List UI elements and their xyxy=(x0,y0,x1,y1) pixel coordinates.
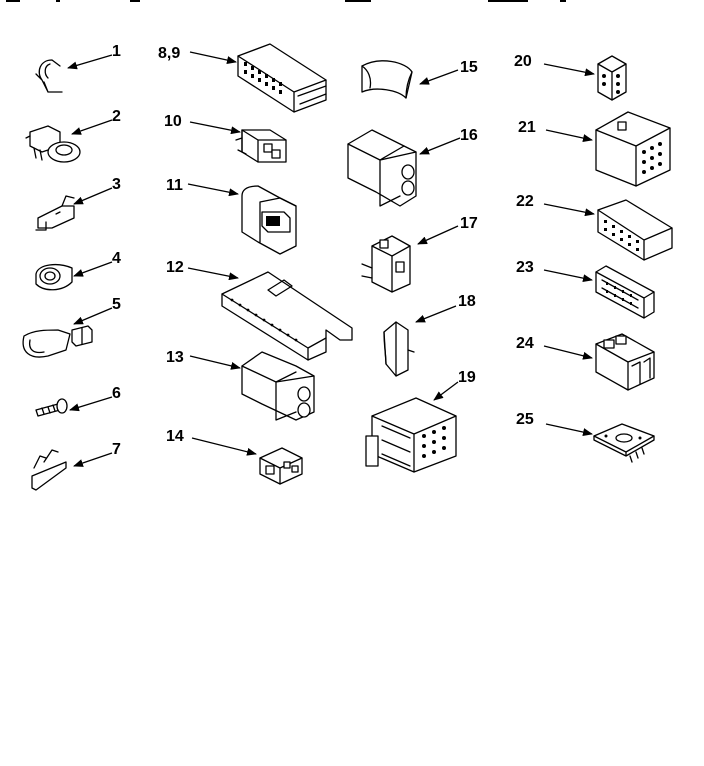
part-12[interactable]: 12 xyxy=(166,259,353,361)
callout-21: 21 xyxy=(518,119,536,136)
part-17[interactable]: 17 xyxy=(361,215,478,293)
callout-16: 16 xyxy=(460,127,478,144)
callout-14: 14 xyxy=(166,428,184,445)
part-7[interactable]: 7 xyxy=(31,441,121,491)
part-25[interactable]: 25 xyxy=(516,411,655,463)
part-1[interactable]: 1 xyxy=(35,43,121,93)
part-4[interactable]: 4 xyxy=(35,250,121,291)
part-24[interactable]: 24 xyxy=(516,333,655,391)
part-2[interactable]: 2 xyxy=(25,108,121,163)
part-3[interactable]: 3 xyxy=(35,176,121,231)
part-8-9[interactable]: 8,9 xyxy=(158,43,327,113)
callout-24: 24 xyxy=(516,335,534,352)
callout-1: 1 xyxy=(112,43,121,60)
part-22[interactable]: 22 xyxy=(516,193,673,261)
part-5[interactable]: 5 xyxy=(22,296,121,358)
part-6[interactable]: 6 xyxy=(35,385,121,417)
callout-4: 4 xyxy=(112,250,121,267)
part-15[interactable]: 15 xyxy=(361,59,478,99)
callout-18: 18 xyxy=(458,293,476,310)
part-13[interactable]: 13 xyxy=(166,349,315,421)
callout-5: 5 xyxy=(112,296,121,313)
callout-22: 22 xyxy=(516,193,534,210)
part-20[interactable]: 20 xyxy=(514,53,627,101)
callout-23: 23 xyxy=(516,259,534,276)
callout-15: 15 xyxy=(460,59,478,76)
part-23[interactable]: 23 xyxy=(516,259,655,319)
part-19[interactable]: 19 xyxy=(365,369,476,473)
part-18[interactable]: 18 xyxy=(383,293,476,377)
callout-13: 13 xyxy=(166,349,184,366)
callout-11: 11 xyxy=(166,177,183,194)
callout-25: 25 xyxy=(516,411,534,428)
part-14[interactable]: 14 xyxy=(166,428,303,485)
callout-7: 7 xyxy=(112,441,121,458)
callout-6: 6 xyxy=(112,385,121,402)
callout-2: 2 xyxy=(112,108,121,125)
callout-3: 3 xyxy=(112,176,121,193)
part-21[interactable]: 21 xyxy=(518,111,671,187)
callout-17: 17 xyxy=(460,215,478,232)
callout-19: 19 xyxy=(458,369,476,386)
callout-8-9: 8,9 xyxy=(158,45,180,62)
cropped-header xyxy=(6,0,566,2)
part-11[interactable]: 11 xyxy=(166,177,297,255)
callout-20: 20 xyxy=(514,53,532,70)
part-10[interactable]: 10 xyxy=(164,113,287,163)
callout-12: 12 xyxy=(166,259,184,276)
part-16[interactable]: 16 xyxy=(347,127,478,207)
callout-10: 10 xyxy=(164,113,182,130)
